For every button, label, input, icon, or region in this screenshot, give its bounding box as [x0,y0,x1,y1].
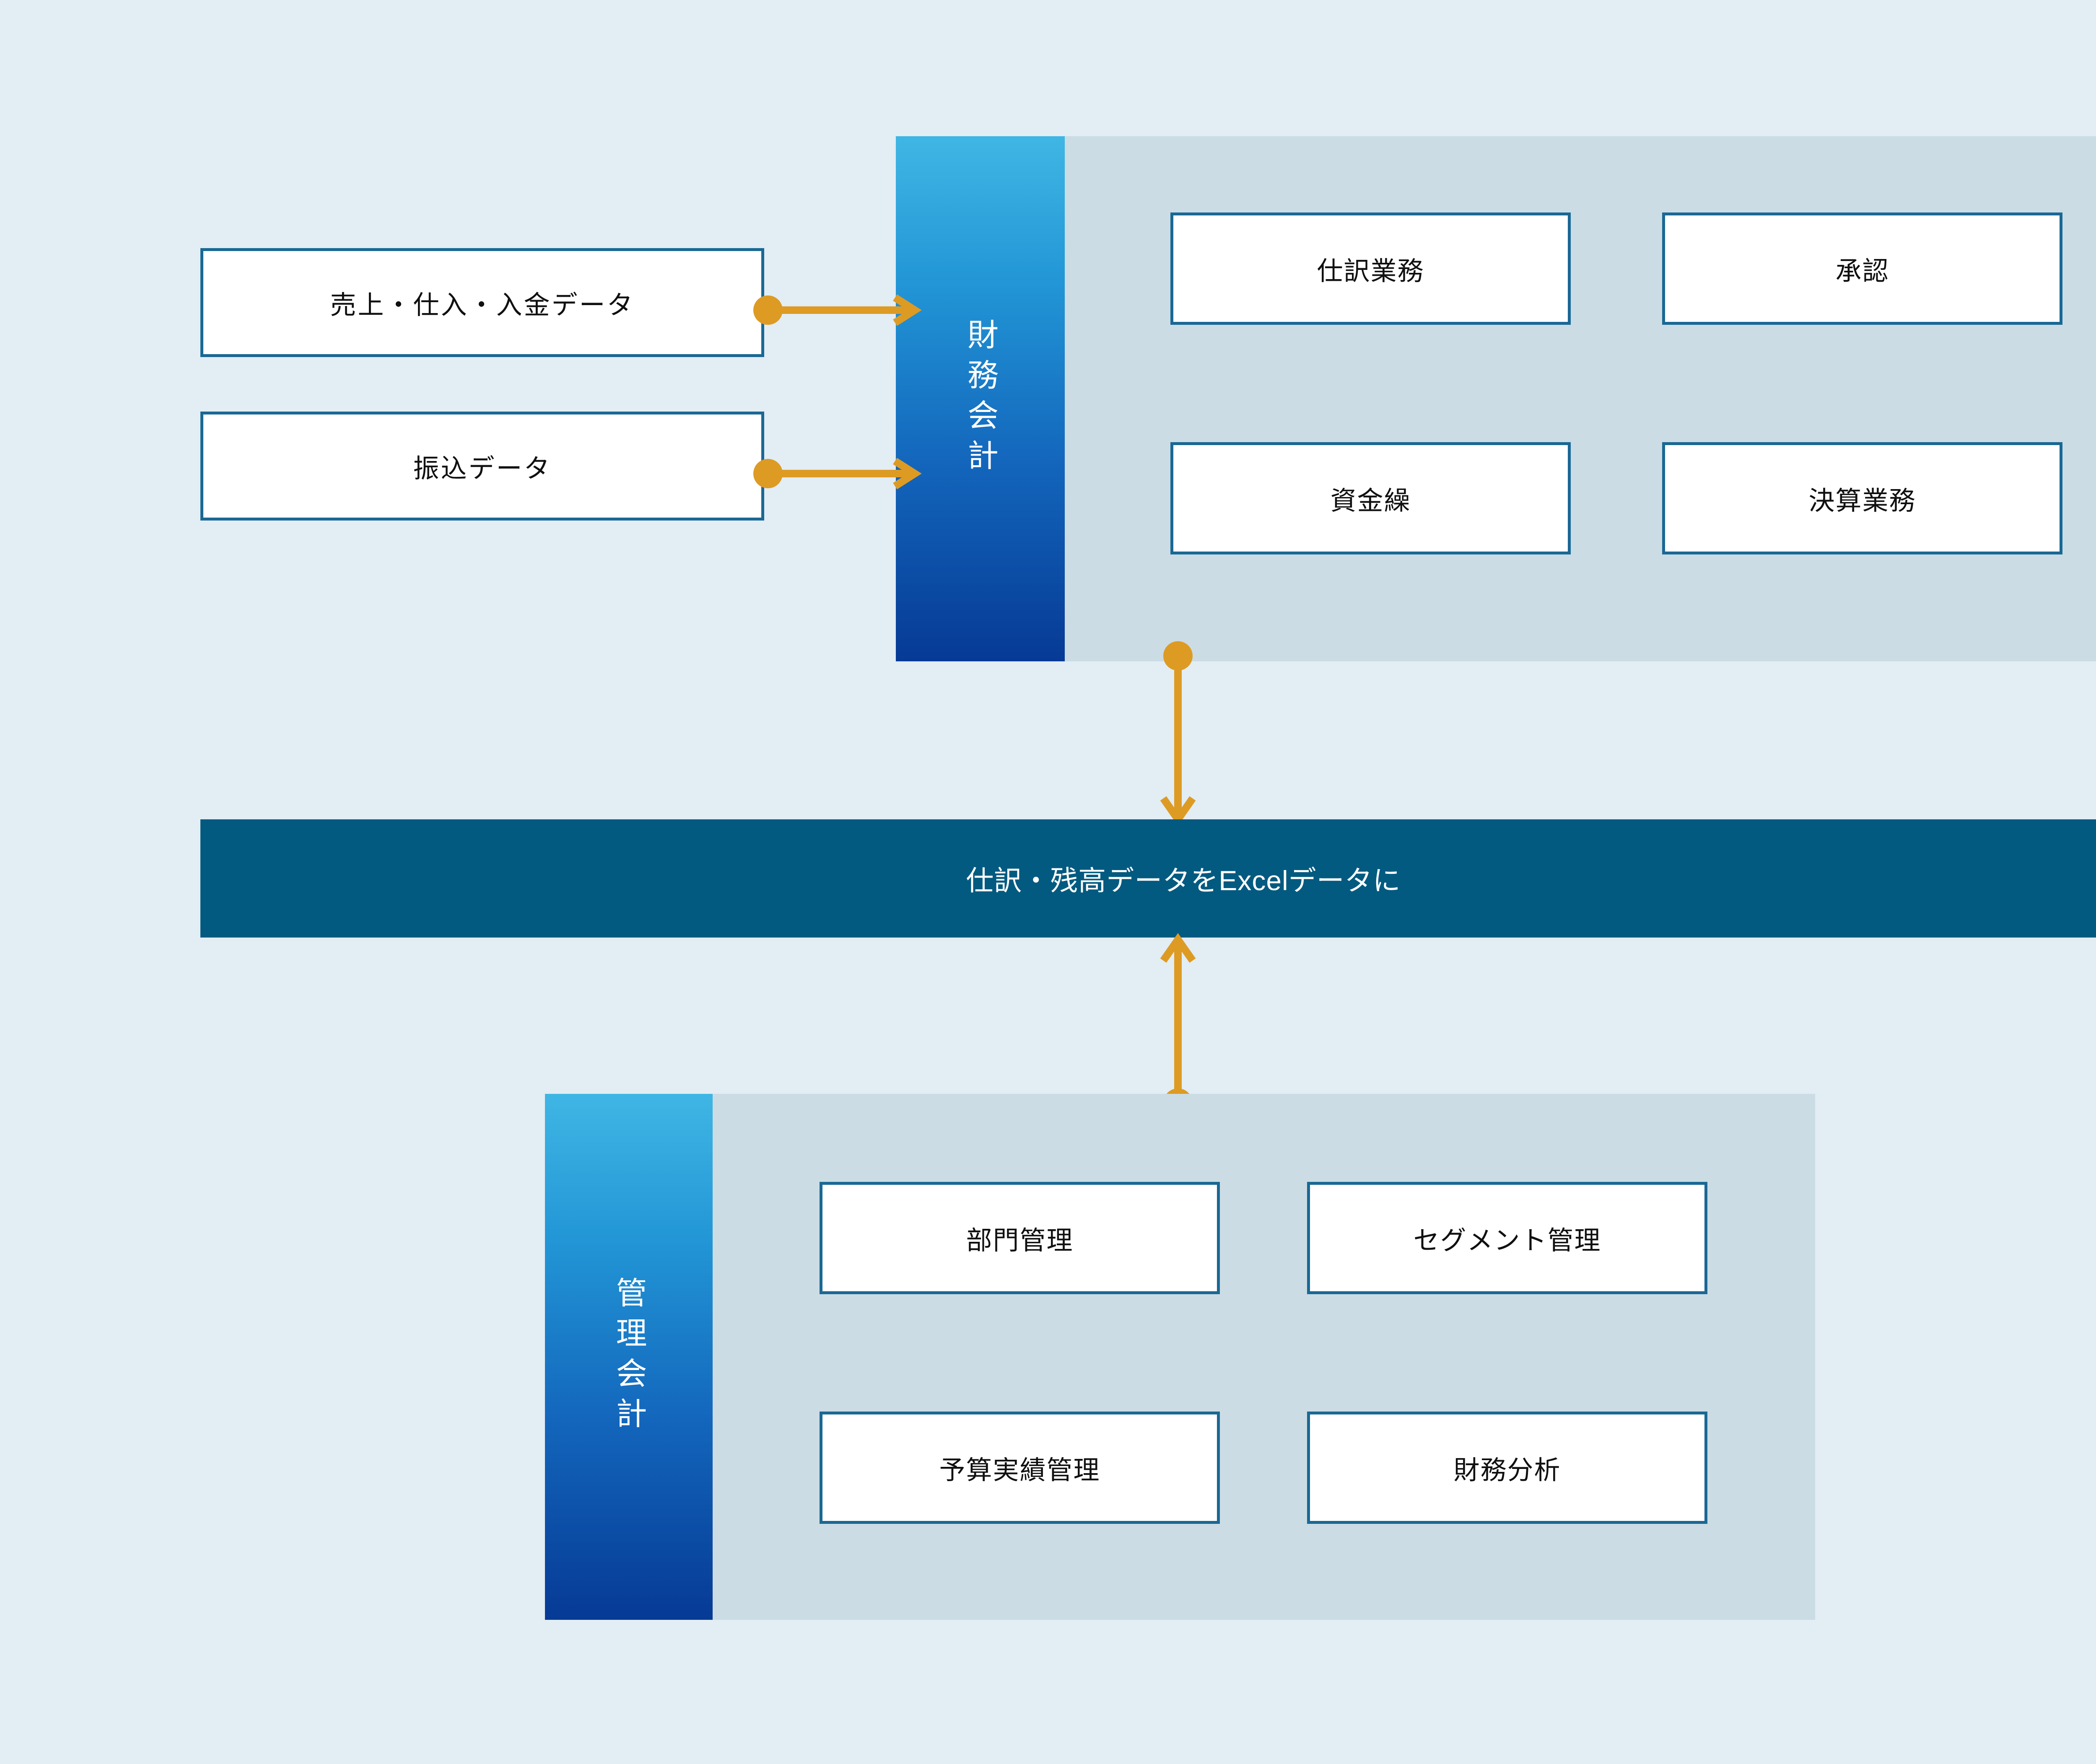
source-box-label: 振込データ [413,454,552,483]
tile-label: 財務分析 [1453,1456,1561,1485]
tile-segment-management[interactable]: セグメント管理 [1307,1182,1707,1294]
tile-journal-entry[interactable]: 仕訳業務 [1170,212,1571,325]
connector-sales-data-to-financial-accounting [750,293,922,327]
source-box-label: 売上・仕入・入金データ [330,291,635,320]
excel-export-banner-label: 仕訳・残高データをExcelデータに [966,865,1401,896]
source-box-transfer-data[interactable]: 振込データ [200,412,764,521]
tile-label: 仕訳業務 [1317,257,1424,286]
tile-label: 決算業務 [1808,487,1916,515]
tile-label: 資金繰 [1330,487,1411,515]
connector-management-accounting-to-banner [1149,933,1207,1118]
tile-settlement[interactable]: 決算業務 [1662,442,2062,554]
tile-cash-flow[interactable]: 資金繰 [1170,442,1571,554]
tile-label: 予算実績管理 [939,1456,1100,1485]
excel-export-banner: 仕訳・残高データをExcelデータに [200,819,2096,938]
tile-department-management[interactable]: 部門管理 [820,1182,1220,1294]
tile-budget-actual-management[interactable]: 予算実績管理 [820,1412,1220,1524]
source-box-sales-purchase-receipt-data[interactable]: 売上・仕入・入金データ [200,248,764,357]
tile-label: セグメント管理 [1413,1226,1601,1255]
management-accounting-panel: 管理会計 [545,1094,1815,1620]
financial-accounting-sidebar-label: 財務会計 [963,318,998,479]
tile-label: 承認 [1835,257,1889,286]
connector-transfer-data-to-financial-accounting [750,457,922,490]
tile-financial-analysis[interactable]: 財務分析 [1307,1412,1707,1524]
tile-approval[interactable]: 承認 [1662,212,2062,325]
management-accounting-sidebar-label: 管理会計 [612,1276,646,1438]
financial-accounting-sidebar: 財務会計 [896,136,1065,661]
tile-label: 部門管理 [966,1226,1074,1255]
management-accounting-sidebar: 管理会計 [545,1094,713,1620]
connector-financial-accounting-to-banner [1149,641,1207,826]
